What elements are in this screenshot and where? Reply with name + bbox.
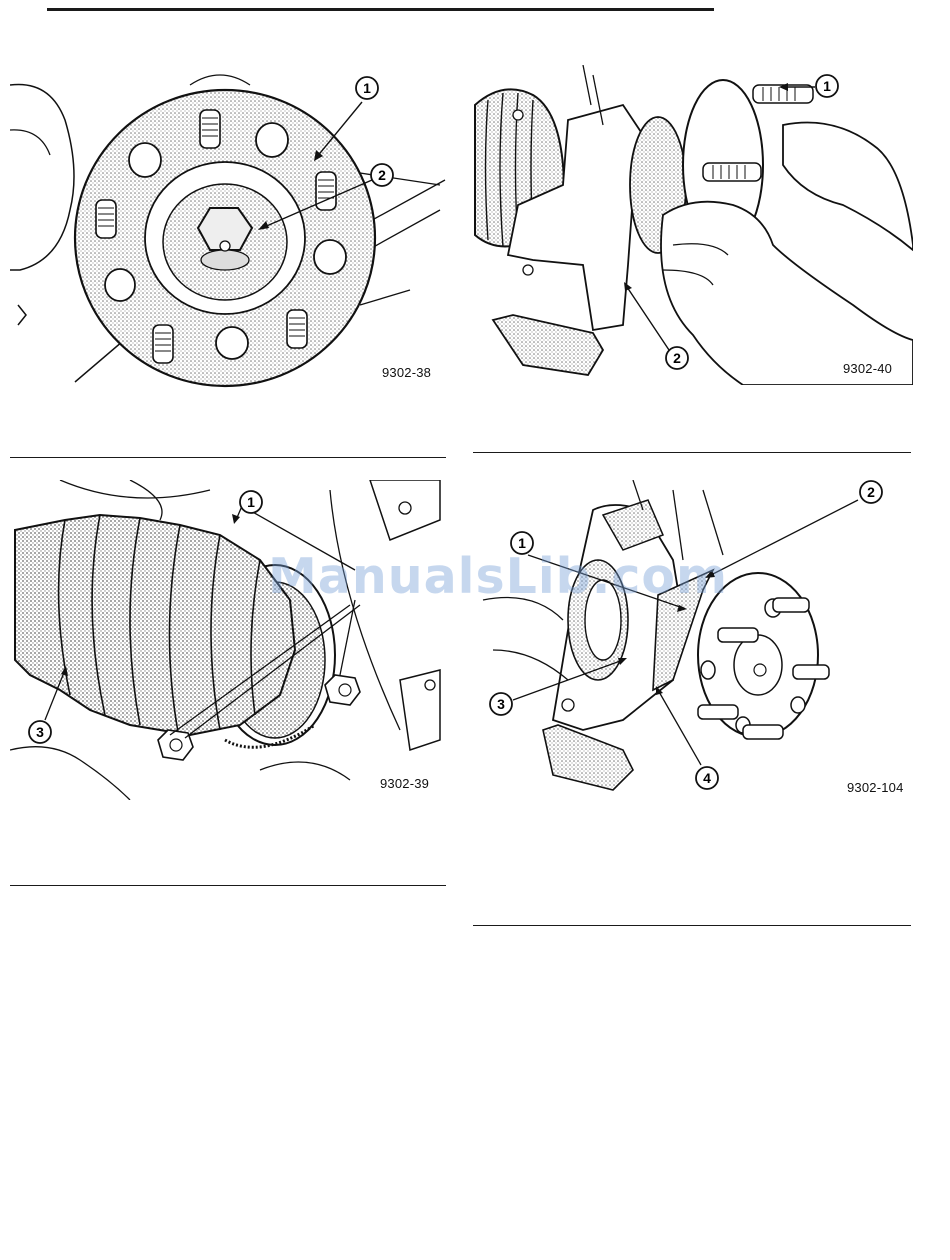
header-rule	[47, 8, 714, 11]
figure-divider	[473, 925, 911, 926]
figure-code: 9302-39	[380, 776, 429, 791]
figure-divider	[473, 452, 911, 453]
callout-1: 1	[363, 80, 371, 96]
callout-3: 3	[497, 696, 505, 712]
callout-3: 3	[36, 724, 44, 740]
watermark-text: ManualsLib.com	[268, 548, 728, 605]
hub-removal-illustration: 1 2	[473, 65, 913, 385]
callout-1: 1	[823, 78, 831, 94]
figure-code: 9302-40	[843, 361, 892, 376]
callout-2: 2	[867, 484, 875, 500]
callout-2: 2	[673, 350, 681, 366]
figure-boot-bolts: 1 3 9302-39	[10, 480, 450, 800]
boot-bolts-illustration: 1 3	[10, 480, 450, 800]
figure-divider	[10, 457, 446, 458]
figure-code: 9302-104	[847, 780, 904, 795]
callout-2: 2	[378, 167, 386, 183]
figure-hub-removal: 1 2 9302-40	[473, 65, 913, 385]
figure-code: 9302-38	[382, 365, 431, 380]
hub-nut-illustration: 1 2	[10, 60, 450, 390]
figure-hub-install: 1 2 3 4 9302-104	[473, 480, 913, 800]
callout-4: 4	[703, 770, 711, 786]
figure-divider	[10, 885, 446, 886]
hub-install-illustration: 1 2 3 4	[473, 480, 913, 800]
figure-hub-nut: 1 2 9302-38	[10, 60, 450, 390]
callout-1: 1	[247, 494, 255, 510]
